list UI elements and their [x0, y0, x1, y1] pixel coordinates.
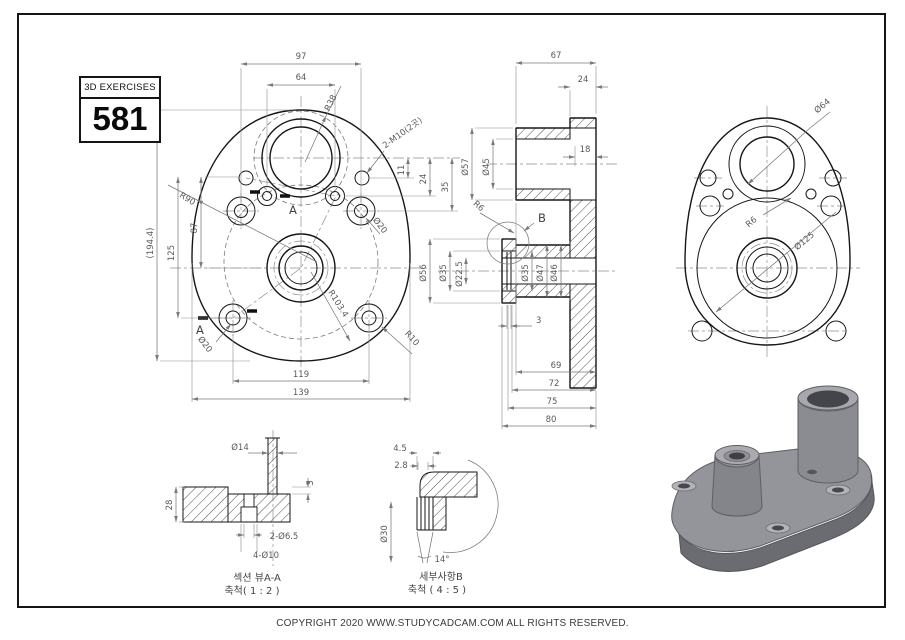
side-holes — [691, 169, 847, 342]
detail-b-caption: 세부사항B — [419, 571, 463, 583]
dim-11: 11 — [397, 165, 407, 176]
detail-aa-dimensions: Ø14 3 28 2-Ø6.5 4-Ø10 — [165, 442, 316, 561]
copyright-footer: COPYRIGHT 2020 WWW.STUDYCADCAM.COM ALL R… — [276, 618, 629, 629]
dim-18: 18 — [580, 145, 591, 155]
model-boss-hole — [729, 452, 745, 460]
dim-35r: 35 — [441, 182, 451, 193]
detail-b-boundary — [442, 459, 499, 553]
dim-d47: Ø47 — [535, 264, 546, 282]
dim-80: 80 — [546, 415, 557, 425]
dim-d20-bottom: Ø20 — [195, 334, 214, 355]
model-bolt-holes — [671, 469, 851, 534]
side-bores — [736, 136, 798, 299]
dim-75: 75 — [547, 397, 558, 407]
detail-b-scale: 축척 ( 4 : 5 ) — [408, 584, 466, 596]
section-dimensions: 67 24 18 Ø57 Ø45 R6 B Ø56 Ø35 Ø22 — [418, 51, 608, 429]
dim-69: 69 — [551, 361, 562, 371]
title-block: 3D EXERCISES 581 — [79, 76, 161, 143]
dim-87: 87 — [190, 223, 200, 234]
detail-b-outline — [416, 497, 446, 531]
section-label-a1: A — [196, 323, 204, 337]
dim-64: 64 — [296, 73, 307, 83]
dim-r10: R10 — [402, 329, 421, 348]
front-view: A A 97 64 R38 R90 87 125 (194.4) 119 — [146, 52, 460, 402]
dim-r6-section: R6 — [471, 199, 486, 214]
side-boss-contour — [696, 125, 838, 339]
dim-d56: Ø56 — [418, 264, 429, 282]
dim-2xd65: 2-Ø6.5 — [270, 531, 299, 542]
model-tube-hole — [807, 390, 849, 408]
detail-aa-view: Ø14 3 28 2-Ø6.5 4-Ø10 섹션 뷰A-A 축척( 1 : 2 … — [165, 430, 316, 597]
dim-d57: Ø57 — [460, 158, 471, 176]
model-3d-render — [671, 385, 875, 573]
section-label-a2: A — [289, 203, 297, 217]
dim-45: 4.5 — [393, 444, 407, 454]
front-dimensions: 97 64 R38 R90 87 125 (194.4) 119 139 — [146, 52, 458, 402]
detail-aa-hatch — [182, 437, 291, 523]
title-block-header: 3D EXERCISES — [81, 78, 159, 99]
dim-4xd10: 4-Ø10 — [253, 550, 279, 561]
dim-139: 139 — [293, 388, 309, 398]
front-bores — [261, 118, 341, 303]
side-outline — [684, 117, 851, 346]
dim-m10: 2-M10(2곳) — [381, 116, 424, 151]
dim-d125: Ø125 — [792, 230, 817, 253]
dim-d46: Ø46 — [549, 264, 560, 282]
detail-aa-scale: 축척( 1 : 2 ) — [224, 585, 279, 597]
dim-d45: Ø45 — [481, 158, 492, 176]
front-centerlines — [170, 96, 460, 374]
detail-b-view: 4.5 2.8 Ø30 14° 세부사항B 축척 ( 4 : 5 ) — [379, 444, 499, 596]
dim-72: 72 — [549, 379, 560, 389]
dim-97: 97 — [296, 52, 307, 62]
exercise-number: 581 — [92, 100, 148, 137]
detail-b-circle — [486, 221, 530, 265]
dim-d35r: Ø35 — [520, 264, 531, 282]
dim-3aa: 3 — [306, 480, 316, 485]
dim-28: 28 — [165, 500, 175, 511]
dim-d35l: Ø35 — [438, 264, 449, 282]
dim-d30: Ø30 — [379, 525, 390, 543]
front-holes — [218, 170, 384, 333]
dim-14deg: 14° — [434, 555, 449, 565]
dim-r38: R38 — [323, 93, 340, 112]
detail-aa-caption: 섹션 뷰A-A — [233, 572, 281, 584]
model-base-side — [678, 474, 875, 573]
dim-119: 119 — [293, 370, 309, 380]
dim-r90: R90 — [177, 191, 196, 208]
dim-24r: 24 — [419, 174, 429, 185]
dim-194: (194.4) — [146, 228, 156, 259]
model-tube-body — [797, 397, 859, 484]
dim-3s: 3 — [536, 316, 541, 326]
dim-d64: Ø64 — [812, 96, 832, 116]
dim-67: 67 — [551, 51, 562, 61]
front-hidden-contours — [223, 110, 379, 340]
dim-28b: 2.8 — [394, 461, 408, 471]
side-centerlines — [676, 106, 860, 358]
dim-d14: Ø14 — [231, 442, 249, 453]
section-view: 67 24 18 Ø57 Ø45 R6 B Ø56 Ø35 Ø22 — [418, 51, 618, 429]
dim-r6-side: R6 — [744, 215, 759, 230]
model-boss-body — [711, 454, 763, 517]
front-outline — [191, 109, 411, 362]
side-view: Ø64 R6 Ø125 — [676, 96, 860, 358]
detail-b-label: B — [538, 211, 546, 225]
detail-b-dimensions: 4.5 2.8 Ø30 14° — [379, 444, 450, 565]
dim-125: 125 — [167, 245, 177, 261]
dim-d225: Ø22.5 — [454, 261, 465, 287]
dim-24: 24 — [578, 75, 589, 85]
